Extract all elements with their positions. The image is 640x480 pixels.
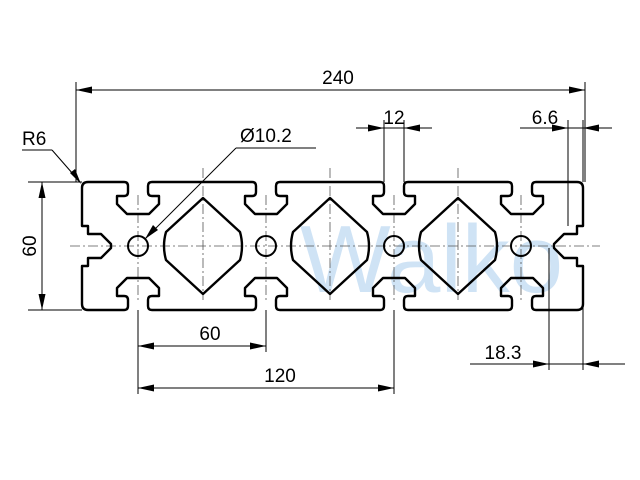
core-hole-1 <box>127 235 149 257</box>
corner-radius-label: R6 <box>22 129 46 150</box>
dimension-slot-opening: 12 <box>356 108 432 182</box>
hole-diameter-label: Ø10.2 <box>240 126 292 147</box>
core-hole-2 <box>255 235 277 257</box>
dimension-hole-span: 120 <box>138 310 395 394</box>
slot-depth-label: 18.3 <box>485 343 522 364</box>
cavity-2 <box>289 196 371 296</box>
cavity-1 <box>162 196 244 296</box>
dimension-corner-radius: R6 <box>22 129 81 184</box>
overall-width-label: 240 <box>322 68 354 89</box>
slot-opening-label: 12 <box>383 108 404 129</box>
dimension-hole-diameter: Ø10.2 <box>144 126 316 240</box>
profile-outline <box>80 180 585 312</box>
cavity-3 <box>417 196 499 296</box>
wall-thickness-label: 6.6 <box>532 108 558 129</box>
height-label: 60 <box>20 235 41 256</box>
dimension-hole-pitch: 60 <box>137 310 267 394</box>
core-hole-3 <box>383 235 405 257</box>
dimension-wall-thickness: 6.6 <box>520 108 612 226</box>
hole-pitch-label: 60 <box>199 324 220 345</box>
hole-span-label: 120 <box>264 366 296 387</box>
dimension-slot-depth: 18.3 <box>470 248 625 370</box>
dimension-height: 60 <box>20 181 82 311</box>
core-hole-4 <box>510 235 532 257</box>
dimension-overall-width: 240 <box>75 68 586 182</box>
